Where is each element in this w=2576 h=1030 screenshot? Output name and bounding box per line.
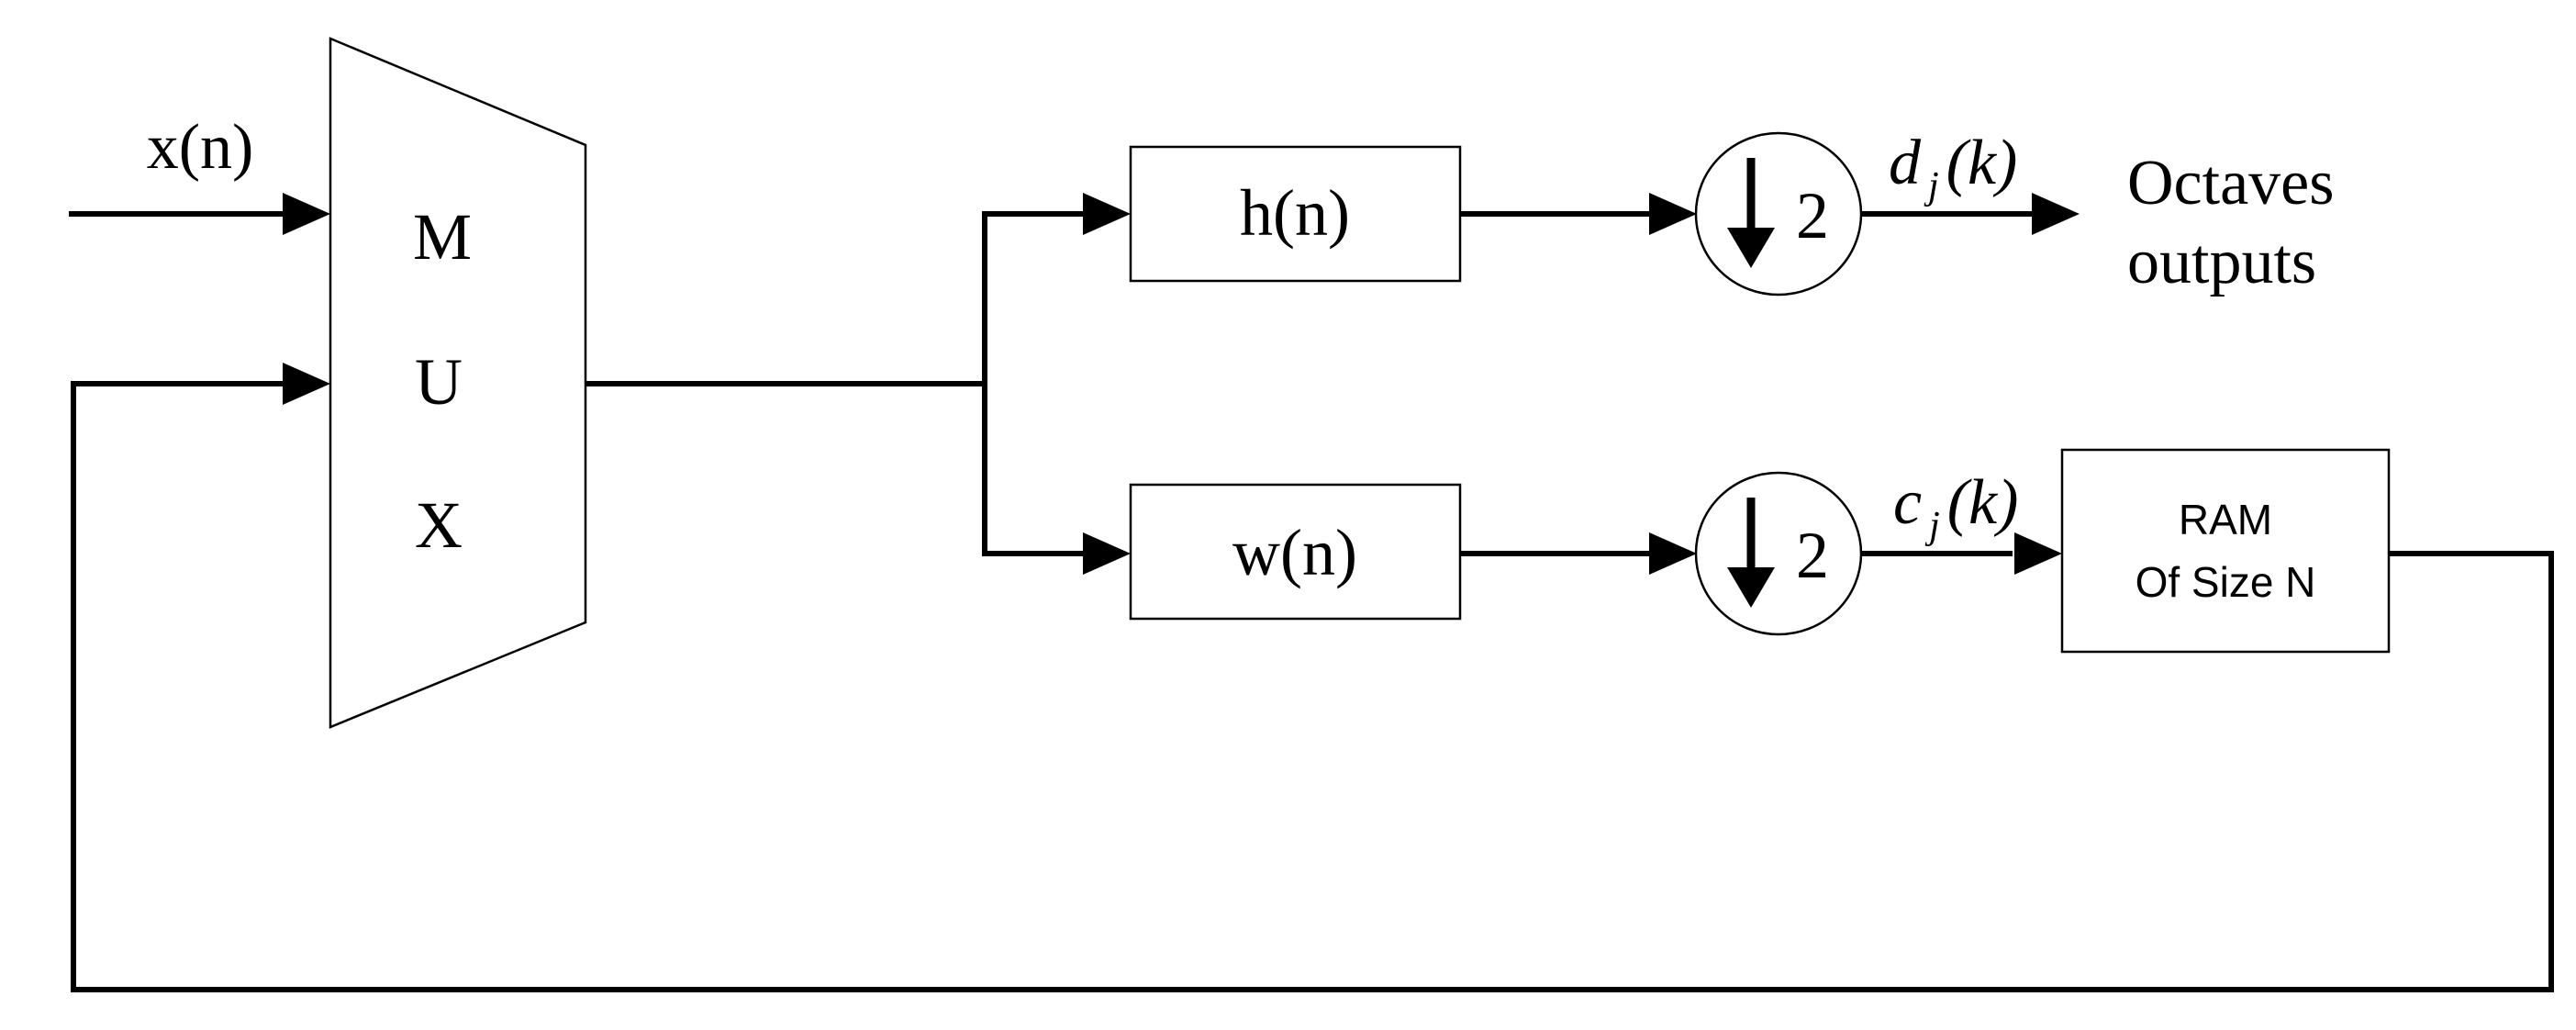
- mux-letter-x: X: [415, 488, 463, 562]
- filter-w-label: w(n): [1232, 516, 1357, 589]
- detail-sub: j: [1924, 165, 1939, 207]
- down-arrow-top-head: [1727, 228, 1775, 268]
- arrowheads: [283, 193, 2080, 575]
- downsampler-top-circle: [1694, 131, 1863, 297]
- mux-block: M U X: [329, 37, 587, 729]
- filter-w-block: w(n): [1129, 483, 1462, 621]
- mux-trapezoid: [329, 37, 587, 729]
- wn-arrowhead: [1083, 532, 1131, 575]
- ram-arrowhead: [2014, 532, 2062, 575]
- filter-h-label: h(n): [1240, 176, 1350, 250]
- detail-arg: (k): [1946, 128, 2018, 198]
- octaves-label-line2: outputs: [2127, 227, 2316, 297]
- approx-arg: (k): [1947, 467, 2019, 538]
- approx-var: c: [1893, 467, 1922, 538]
- feedback-arrowhead: [283, 363, 330, 405]
- ram-label-line1: RAM: [2179, 496, 2272, 543]
- down-bottom-arrowhead: [1649, 532, 1697, 575]
- mux-letter-u: U: [415, 345, 463, 419]
- downsample-factor-top: 2: [1796, 179, 1829, 252]
- down-top-arrowhead: [1649, 193, 1697, 235]
- ram-block: RAM Of Size N: [2060, 448, 2391, 654]
- detail-var: d: [1889, 128, 1922, 198]
- ram-box: [2060, 448, 2391, 654]
- input-label: x(n): [147, 112, 254, 183]
- approx-sub: j: [1924, 505, 1940, 547]
- wires: [69, 211, 2554, 992]
- mux-letter-m: M: [413, 200, 472, 274]
- filter-w-box: [1129, 483, 1462, 621]
- output-arrowhead: [2032, 193, 2080, 235]
- hn-arrowhead: [1083, 193, 1131, 235]
- octaves-label-line1: Octaves: [2127, 148, 2334, 218]
- downsampler-bottom-circle: [1694, 471, 1863, 636]
- filter-h-block: h(n): [1129, 145, 1462, 283]
- down-arrow-bottom-head: [1727, 567, 1775, 608]
- ram-label-line2: Of Size N: [2136, 558, 2316, 606]
- filter-h-box: [1129, 145, 1462, 283]
- downsample-factor-bottom: 2: [1796, 519, 1829, 592]
- feedback-wire: [71, 381, 2554, 992]
- downsampler-bottom: 2: [1694, 471, 1863, 636]
- downsampler-top: 2: [1694, 131, 1863, 297]
- input-arrowhead: [283, 193, 330, 235]
